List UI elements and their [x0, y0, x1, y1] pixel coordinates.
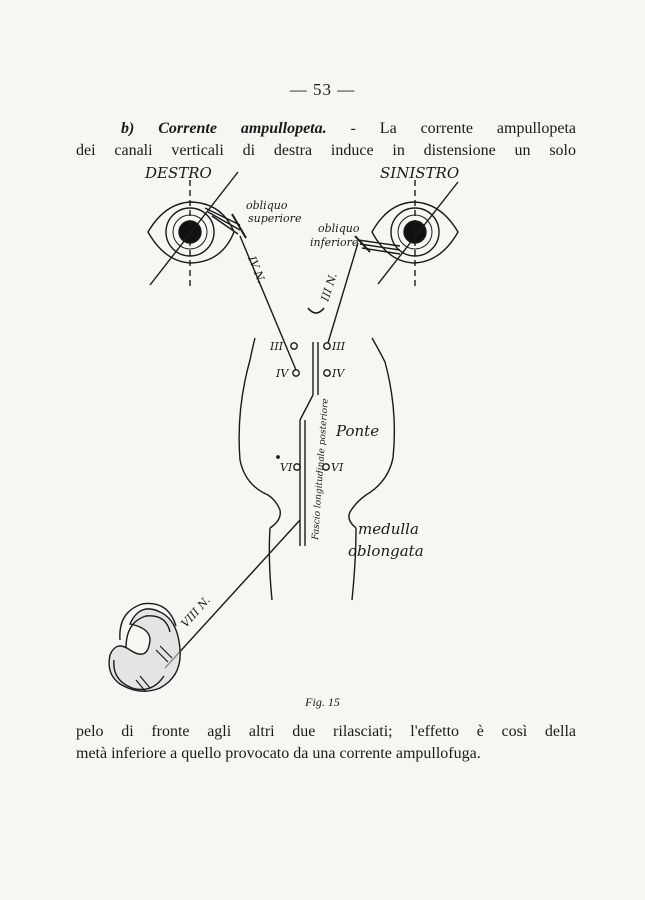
nerve-iv-line	[239, 235, 297, 371]
page-number: — 53 —	[289, 80, 356, 99]
label-obliquo-inferiore-2: inferiore	[310, 236, 359, 249]
nucleus-iii-right-dot	[323, 342, 331, 350]
label-nucleus-iv-right: IV	[331, 367, 345, 380]
label-nucleus-vi-right: VI	[331, 461, 344, 474]
nucleus-iv-right-dot	[323, 369, 331, 377]
paragraph-line: metà inferiore a quello provocato da una…	[76, 745, 481, 762]
label-nerve-iii: III N.	[318, 271, 340, 304]
nerve-iii-line	[327, 242, 359, 344]
labyrinth-drawing	[108, 602, 181, 693]
section-heading: b) Corrente ampullopeta.	[121, 120, 327, 137]
label-nerve-iv: IV N.	[245, 253, 268, 285]
paragraph-line: b) Corrente ampullopeta. - La corrente a…	[76, 118, 576, 140]
nerve-viii-line	[164, 519, 301, 669]
label-nucleus-iii-left: III	[269, 340, 284, 353]
label-ponte: Ponte	[335, 422, 379, 440]
label-sinistro: SINISTRO	[380, 164, 459, 182]
label-oblongata: oblongata	[348, 542, 424, 560]
heading-continuation: - La corrente ampullopeta	[326, 120, 576, 137]
label-nucleus-iii-right: III	[331, 340, 346, 353]
label-medulla: medulla	[358, 520, 419, 538]
paragraph-line: dei canali verticali di destra induce in…	[76, 142, 576, 159]
label-nucleus-iv-left: IV	[275, 367, 289, 380]
label-obliquo-superiore-1: obliquo	[246, 199, 288, 212]
left-eye-drawing	[354, 180, 459, 290]
right-eye-drawing	[147, 171, 247, 290]
label-nucleus-vi-left: VI	[280, 461, 293, 474]
label-obliquo-inferiore-1: obliquo	[318, 222, 360, 235]
figure-caption: Fig. 15	[305, 695, 340, 709]
paragraph-bottom: pelo di fronte agli altri due rilasciati…	[76, 721, 576, 765]
nucleus-iv-left-dot	[292, 369, 300, 377]
label-obliquo-superiore-2: superiore	[248, 212, 302, 225]
label-nerve-viii: VIII N.	[179, 594, 213, 630]
paragraph-top: b) Corrente ampullopeta. - La corrente a…	[76, 118, 576, 162]
paragraph-line: pelo di fronte agli altri due rilasciati…	[76, 723, 576, 740]
brainstem-outline	[238, 337, 396, 601]
label-destro: DESTRO	[144, 164, 212, 182]
nucleus-vi-left-dot	[293, 463, 301, 471]
nucleus-vi-right-dot	[322, 463, 330, 471]
nucleus-iii-left-dot	[290, 342, 298, 350]
